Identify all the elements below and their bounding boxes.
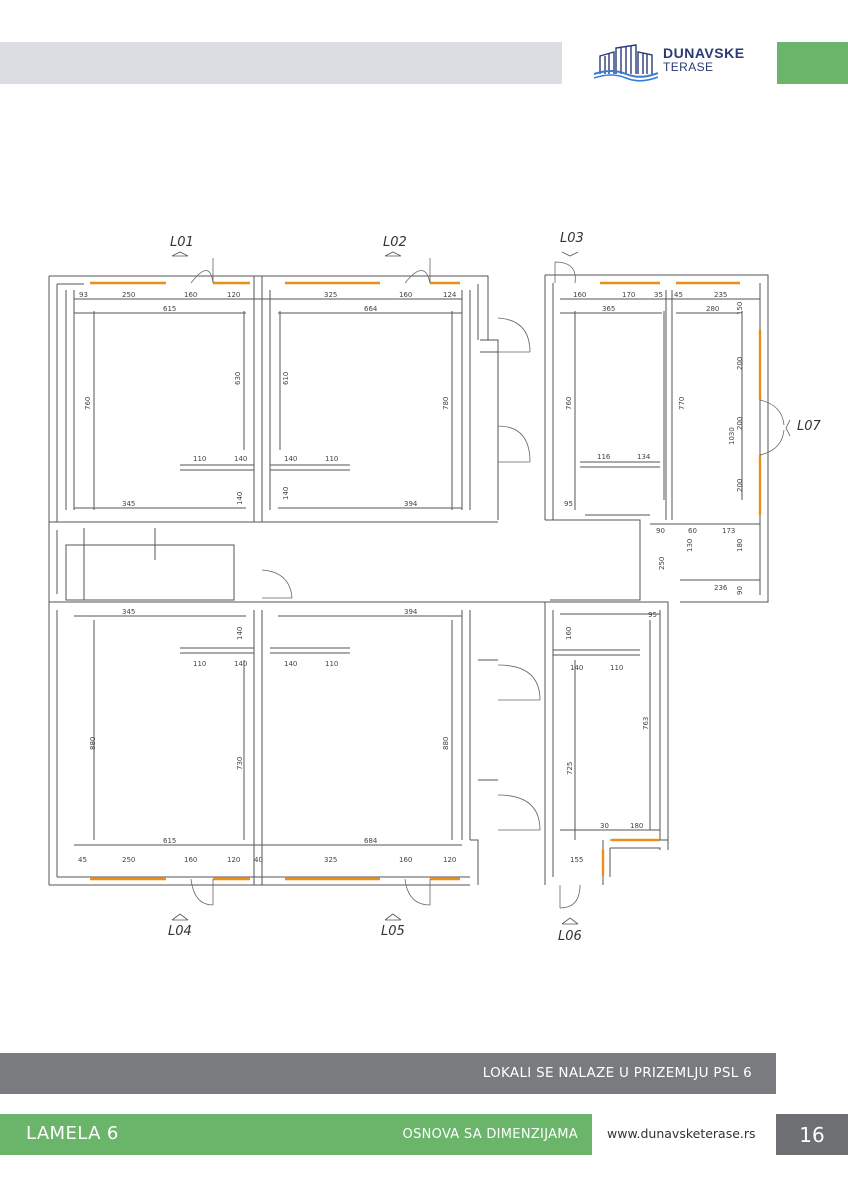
dim-small-g: 236 <box>714 584 728 592</box>
unit-label-l02: L02 <box>383 235 407 250</box>
page-number: 16 <box>799 1123 825 1147</box>
dim-small-a: 90 <box>656 527 665 535</box>
dim-l04-bottom-a: 45 <box>78 856 87 864</box>
plan-subtitle: OSNOVA SA DIMENZIJAMA <box>402 1127 578 1142</box>
dim-small-b: 60 <box>688 527 697 535</box>
dim-l05-bottom-c: 120 <box>443 856 456 864</box>
dim-l03-width: 365 <box>602 305 615 313</box>
page-number-box: 16 <box>776 1114 848 1155</box>
dim-wc-bottom-vert: 140 <box>236 627 244 640</box>
dim-l04-bottom-b: 250 <box>122 856 135 864</box>
dim-l02-a: 325 <box>324 291 337 299</box>
dim-l04-width: 615 <box>163 837 176 845</box>
dim-wc-top-c: 140 <box>284 455 297 463</box>
dim-l05-height: 880 <box>442 737 450 750</box>
dim-l02-width: 664 <box>364 305 378 313</box>
dim-wc-top-d: 110 <box>325 455 338 463</box>
dim-l02-inner: 610 <box>282 372 290 385</box>
dim-l03-inner: 770 <box>678 397 686 410</box>
dim-small-h: 90 <box>736 586 744 595</box>
dim-l06-step-b: 180 <box>630 822 643 830</box>
dim-l04-bottom-c: 160 <box>184 856 197 864</box>
unit-label-l01: L01 <box>170 235 194 250</box>
dim-l07-side-c: 200 <box>736 417 744 430</box>
website-link[interactable]: www.dunavsketerase.rs <box>607 1126 756 1141</box>
dim-wc-vert-a: 140 <box>236 492 244 505</box>
dim-wc-bottom-d: 110 <box>325 660 338 668</box>
dim-wc-vert-b: 140 <box>282 487 290 500</box>
dim-wc-top-right-b: 134 <box>637 453 651 461</box>
dim-l06-step-a: 30 <box>600 822 609 830</box>
dim-l02-height: 780 <box>442 397 450 410</box>
dim-l04-bottom-d: 120 <box>227 856 240 864</box>
dim-l05-bottom-b: 160 <box>399 856 412 864</box>
dim-corridor-right: 394 <box>404 500 418 508</box>
dim-l03-a: 160 <box>573 291 586 299</box>
dim-l06-wc-b: 140 <box>570 664 583 672</box>
dim-l07-height: 1030 <box>728 427 736 445</box>
dim-corridor-left: 345 <box>122 500 135 508</box>
dim-l01-width: 615 <box>163 305 176 313</box>
unit-label-l03: L03 <box>560 231 584 246</box>
dim-small-d: 130 <box>686 539 694 552</box>
dim-l02-c: 124 <box>443 291 457 299</box>
header-gray-band <box>0 42 562 84</box>
dim-l03-c: 35 <box>654 291 663 299</box>
floor-plan: L01 L02 L03 L04 L05 L06 L07 93 250 160 1… <box>48 231 822 944</box>
dim-lower-left: 345 <box>122 608 135 616</box>
unit-label-l05: L05 <box>381 924 405 939</box>
dim-small-c: 173 <box>722 527 735 535</box>
dim-wc-top-a: 110 <box>193 455 206 463</box>
dim-l05-width: 684 <box>364 837 378 845</box>
dim-l07-b: 235 <box>714 291 727 299</box>
building-logo-icon <box>593 44 658 82</box>
dim-l03-bottom: 95 <box>564 500 573 508</box>
dim-l01-a: 93 <box>79 291 88 299</box>
dim-l06-height: 725 <box>566 762 574 775</box>
logo-text-dunavske: DUNAVSKE <box>663 45 745 61</box>
dim-l06-wc-c: 110 <box>610 664 623 672</box>
dim-wc-bottom-c: 140 <box>284 660 297 668</box>
dim-l02-b: 160 <box>399 291 412 299</box>
dim-l07-width: 280 <box>706 305 719 313</box>
location-note: LOKALI SE NALAZE U PRIZEMLJU PSL 6 <box>482 1065 752 1081</box>
dim-l07-side-a: 150 <box>736 302 744 315</box>
unit-label-l04: L04 <box>168 924 192 939</box>
dim-l03-height: 760 <box>565 397 573 410</box>
unit-label-l07: L07 <box>797 419 822 434</box>
dim-l06-wc-a: 160 <box>565 627 573 640</box>
dim-wc-top-b: 140 <box>234 455 247 463</box>
dim-l01-d: 120 <box>227 291 240 299</box>
dim-l01-inner: 630 <box>234 372 242 385</box>
brand-logo[interactable]: DUNAVSKE TERASE <box>592 42 762 84</box>
dim-l06-wc-d: 95 <box>648 611 657 619</box>
dim-l06-bottom: 155 <box>570 856 583 864</box>
header-green-block <box>777 42 848 84</box>
unit-label-l06: L06 <box>558 929 582 944</box>
dim-l07-a: 45 <box>674 291 683 299</box>
dim-l07-side-b: 200 <box>736 357 744 370</box>
dim-l04-bottom-e: 40 <box>254 856 263 864</box>
dim-l05-bottom-a: 325 <box>324 856 337 864</box>
dim-small-e: 180 <box>736 539 744 552</box>
dim-wc-bottom-b: 140 <box>234 660 247 668</box>
dim-l03-b: 170 <box>622 291 635 299</box>
dim-l04-height: 880 <box>89 737 97 750</box>
dim-l01-c: 160 <box>184 291 197 299</box>
logo-text-terase: TERASE <box>663 60 714 74</box>
footer-green-band: LAMELA 6 OSNOVA SA DIMENZIJAMA <box>0 1114 592 1155</box>
dim-l04-inner: 730 <box>236 757 244 770</box>
dim-l01-height: 760 <box>84 397 92 410</box>
dim-small-f: 250 <box>658 557 666 570</box>
dim-l07-side-d: 200 <box>736 479 744 492</box>
info-band: LOKALI SE NALAZE U PRIZEMLJU PSL 6 <box>0 1053 776 1094</box>
dim-l01-b: 250 <box>122 291 135 299</box>
lamela-title: LAMELA 6 <box>26 1123 119 1144</box>
dim-lower-right: 394 <box>404 608 418 616</box>
dim-l06-inner: 763 <box>642 717 650 730</box>
dim-wc-bottom-a: 110 <box>193 660 206 668</box>
dim-wc-top-right-a: 116 <box>597 453 611 461</box>
